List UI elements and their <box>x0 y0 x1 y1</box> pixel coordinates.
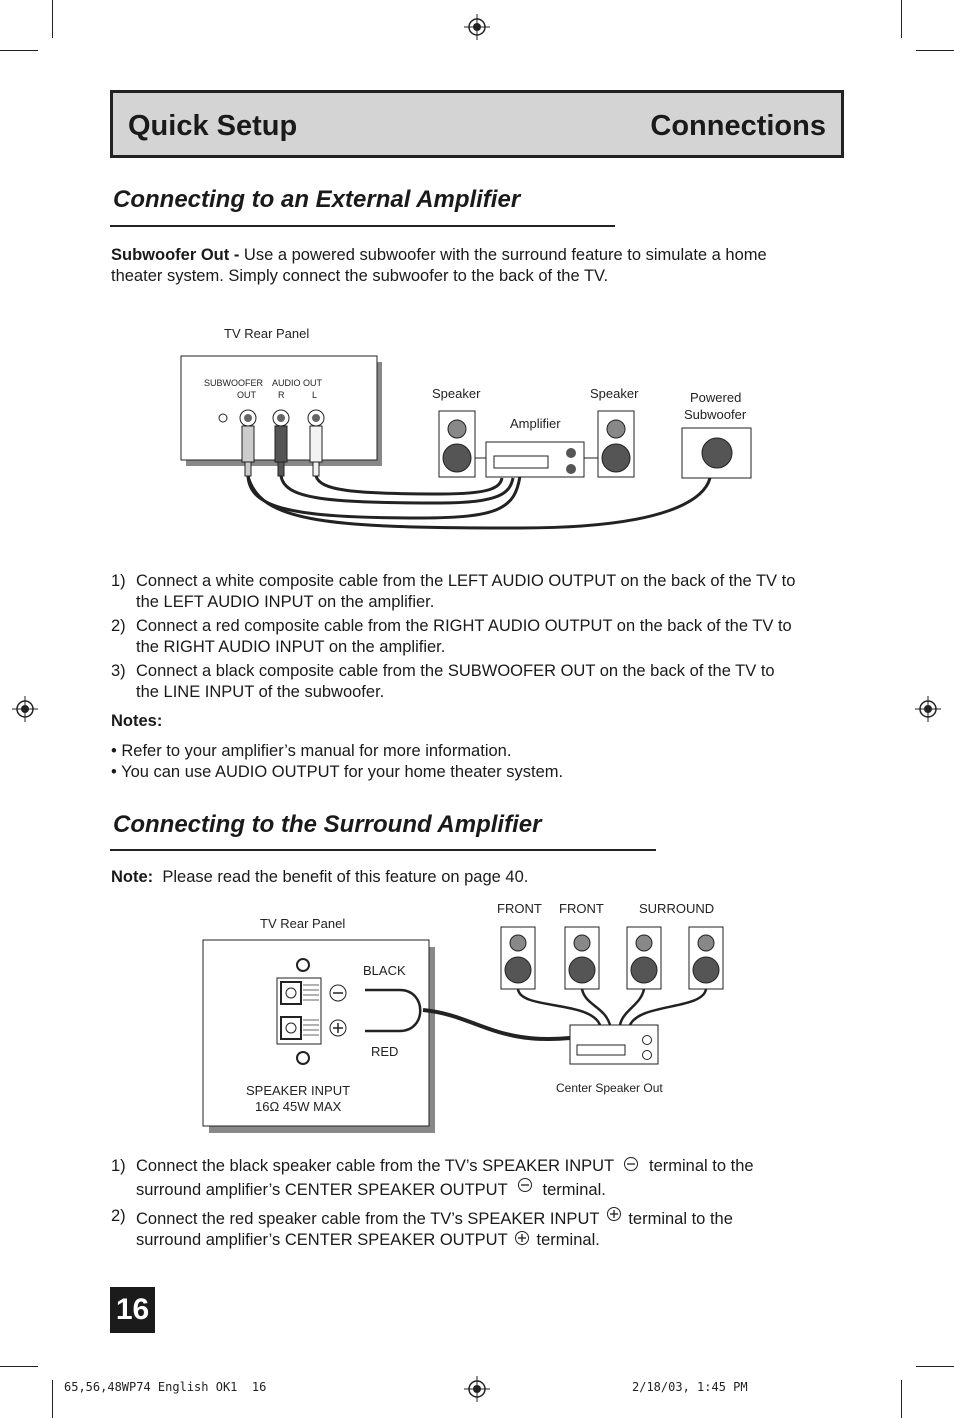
registration-mark-icon <box>464 1376 490 1402</box>
list-item: • Refer to your amplifier’s manual for m… <box>111 742 512 760</box>
speaker-left-label: Speaker <box>432 386 481 401</box>
speaker-icon <box>438 410 476 478</box>
powered-subwoofer-label: Subwoofer <box>684 407 747 422</box>
rca-plug-icon <box>239 409 257 477</box>
speaker-icon <box>688 926 724 990</box>
out-label: OUT <box>237 390 257 400</box>
section-title: Connecting to the Surround Amplifier <box>113 811 542 838</box>
plus-icon <box>514 1231 529 1245</box>
speaker-input-label: SPEAKER INPUT <box>246 1083 350 1098</box>
front-label: FRONT <box>497 901 542 916</box>
front-label: FRONT <box>559 901 604 916</box>
subwoofer-label: SUBWOOFER <box>204 378 264 388</box>
speaker-icon <box>626 926 662 990</box>
speaker-icon <box>597 410 635 478</box>
section-underline <box>110 225 615 227</box>
l-label: L <box>312 390 317 400</box>
crop-mark <box>52 1380 53 1418</box>
speaker-icon <box>500 926 536 990</box>
center-speaker-out-label: Center Speaker Out <box>556 1081 663 1095</box>
crop-mark <box>901 0 902 38</box>
minus-icon <box>624 1157 639 1171</box>
registration-mark-icon <box>464 14 490 40</box>
crop-mark <box>916 50 954 51</box>
black-label: BLACK <box>363 963 406 978</box>
surround-amplifier-icon <box>569 1024 659 1065</box>
list-item: 1) Connect the black speaker cable from … <box>111 1157 754 1199</box>
surround-amplifier-diagram: TV Rear Panel BLACK RED SPEAKER INPUT 16… <box>202 901 724 1133</box>
plus-icon <box>329 1019 347 1037</box>
jack-icon <box>218 413 228 423</box>
plus-icon <box>606 1207 621 1221</box>
crop-mark <box>0 1366 38 1367</box>
intro-paragraph: Subwoofer Out - Use a powered subwoofer … <box>111 245 841 287</box>
notes-heading: Notes: <box>111 712 163 730</box>
rating-label: 16Ω 45W MAX <box>255 1099 342 1114</box>
header-banner <box>110 90 844 158</box>
note-line: Note: Please read the benefit of this fe… <box>111 868 529 886</box>
rca-plug-icon <box>307 409 325 477</box>
header-left-title: Quick Setup <box>128 110 298 142</box>
intro-line: Use a powered subwoofer with the surroun… <box>243 246 767 264</box>
subwoofer-icon <box>681 427 752 479</box>
amplifier-label: Amplifier <box>510 416 561 431</box>
minus-icon <box>329 984 347 1002</box>
intro-line: theater system. Simply connect the subwo… <box>111 267 609 285</box>
rca-plug-icon <box>272 409 290 477</box>
amplifier-connection-diagram: TV Rear Panel SUBWOOFER OUT AUDIO OUT R … <box>180 326 752 530</box>
list-item: 3) Connect a black composite cable from … <box>111 662 775 701</box>
crop-mark <box>916 1366 954 1367</box>
crop-mark <box>0 50 38 51</box>
r-label: R <box>278 390 285 400</box>
speaker-right-label: Speaker <box>590 386 639 401</box>
list-item: 1) Connect a white composite cable from … <box>111 572 796 611</box>
speaker-icon <box>564 926 600 990</box>
registration-mark-icon <box>915 696 941 722</box>
section-title: Connecting to an External Amplifier <box>113 186 521 213</box>
speaker-terminal-icon <box>276 958 322 1065</box>
audio-out-label: AUDIO OUT <box>272 378 323 388</box>
minus-icon <box>517 1178 532 1192</box>
footer-file-info: 65,56,48WP74 English OK1 16 <box>64 1380 267 1394</box>
powered-subwoofer-label: Powered <box>690 390 741 405</box>
red-label: RED <box>371 1044 398 1059</box>
amplifier-icon <box>475 441 598 478</box>
crop-mark <box>52 0 53 38</box>
registration-mark-icon <box>12 696 38 722</box>
list-item: 2) Connect a red composite cable from th… <box>111 617 792 656</box>
crop-mark <box>901 1380 902 1418</box>
list-item: • You can use AUDIO OUTPUT for your home… <box>111 763 564 781</box>
intro-bold-label: Subwoofer Out - <box>111 246 244 264</box>
section-underline <box>110 849 656 851</box>
tv-rear-panel-label: TV Rear Panel <box>224 326 309 341</box>
surround-label: SURROUND <box>639 901 714 916</box>
tv-rear-panel-label: TV Rear Panel <box>260 916 345 931</box>
list-item: 2) Connect the red speaker cable from th… <box>111 1207 733 1249</box>
page-number: 16 <box>110 1287 155 1333</box>
footer-timestamp: 2/18/03, 1:45 PM <box>632 1380 748 1394</box>
header-right-title: Connections <box>650 110 826 142</box>
